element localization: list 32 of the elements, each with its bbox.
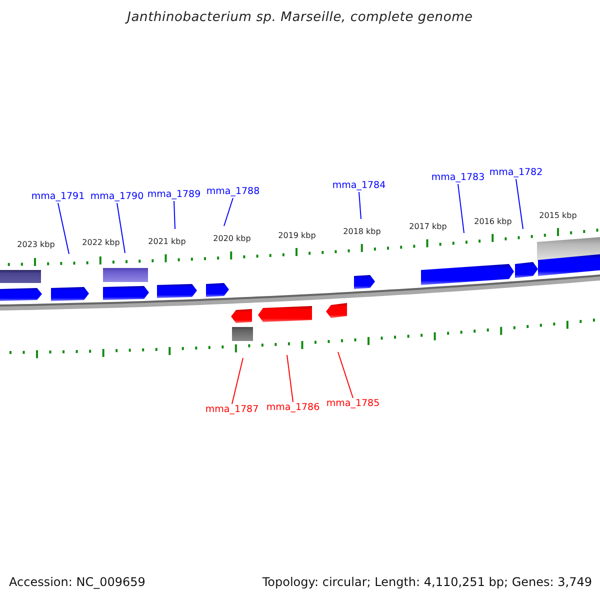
scale-label: 2023 kbp	[17, 240, 55, 250]
gene-label: mma_1785	[326, 398, 380, 410]
leader-line	[58, 202, 70, 254]
gene-label: mma_1786	[266, 402, 320, 414]
leader-line	[458, 184, 464, 234]
scale-label: 2017 kbp	[409, 222, 447, 232]
accession-text: Accession: NC_009659	[9, 575, 146, 589]
gene-label: mma_1784	[332, 180, 386, 192]
leader-line	[338, 352, 354, 398]
gene-label: mma_1783	[431, 172, 485, 184]
genome-summary-text: Topology: circular; Length: 4,110,251 bp; Genes: 3,749	[262, 575, 592, 589]
scale-label: 2022 kbp	[82, 238, 120, 248]
gene-label: mma_1790	[90, 191, 144, 203]
leader-line	[116, 202, 126, 254]
leader-line	[286, 354, 294, 402]
gene-label: mma_1782	[489, 167, 543, 179]
scale-label: 2019 kbp	[278, 231, 316, 241]
leader-line	[232, 358, 244, 404]
scale-label: 2016 kbp	[474, 217, 512, 227]
scale-label: 2021 kbp	[148, 237, 186, 247]
scale-label: 2018 kbp	[343, 227, 381, 237]
gene-label: mma_1788	[206, 186, 260, 198]
scale-label: 2015 kbp	[539, 211, 577, 221]
leader-line	[174, 200, 176, 230]
diagram-title: Janthinobacterium sp. Marseille, complete genome	[127, 10, 473, 26]
leader-line	[358, 192, 362, 220]
gene-label: mma_1787	[205, 404, 259, 416]
gene-label: mma_1791	[31, 191, 85, 203]
leader-line	[516, 178, 524, 230]
scale-label: 2020 kbp	[213, 234, 251, 244]
leader-line	[224, 198, 234, 226]
gene-label: mma_1789	[147, 189, 201, 201]
